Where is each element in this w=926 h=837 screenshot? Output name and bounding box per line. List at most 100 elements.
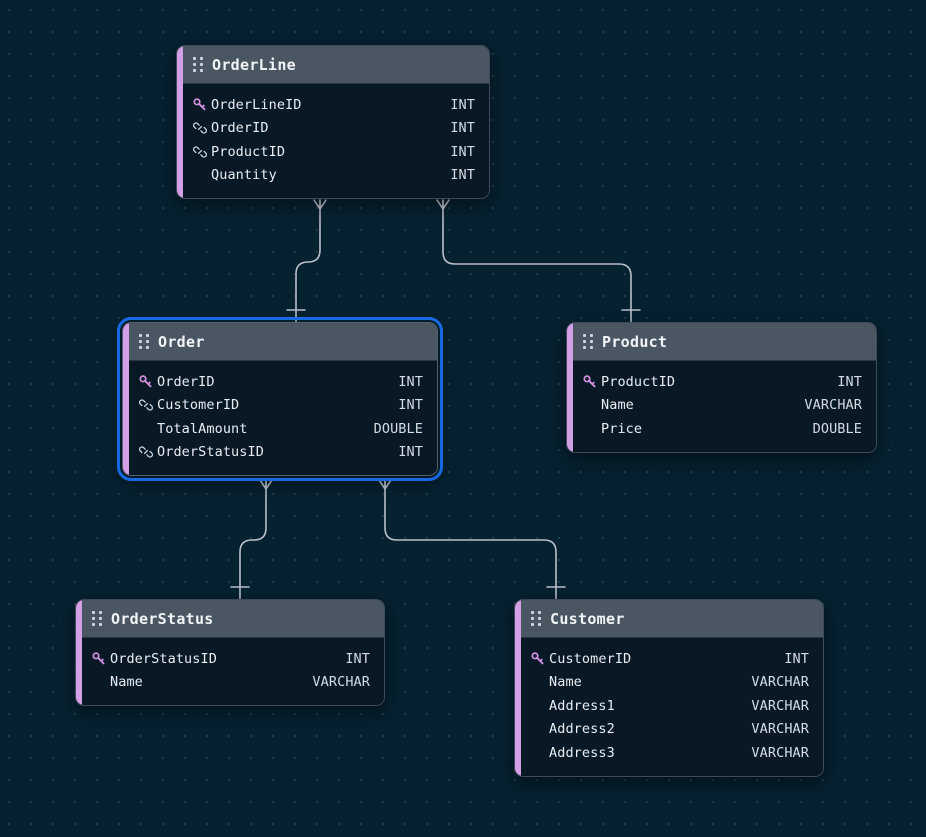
table-accent-strip: [76, 600, 82, 705]
foreign-key-icon: [193, 121, 211, 135]
table-title: Customer: [550, 609, 625, 628]
no-key-icon: [531, 699, 549, 713]
key-icon: [531, 652, 544, 665]
table-accent-strip: [567, 323, 573, 452]
primary-key-icon: [92, 652, 110, 666]
foreign-key-icon: [193, 145, 211, 159]
key-icon: [139, 375, 152, 388]
table-field-row[interactable]: OrderStatusID INT: [123, 441, 437, 465]
field-name: Address3: [549, 744, 615, 761]
primary-key-icon: [531, 652, 549, 666]
field-type: INT: [450, 120, 475, 137]
table-field-row[interactable]: Price DOUBLE: [567, 417, 876, 441]
primary-key-icon: [193, 98, 211, 112]
field-type: INT: [398, 373, 423, 390]
field-type: INT: [398, 397, 423, 414]
no-key-icon: [531, 722, 549, 736]
table-field-row[interactable]: Address2 VARCHAR: [515, 718, 823, 742]
field-type: VARCHAR: [312, 674, 370, 691]
table-title: Order: [158, 332, 205, 351]
field-name: CustomerID: [157, 397, 240, 414]
field-type: DOUBLE: [812, 420, 862, 437]
link-icon: [139, 446, 153, 458]
field-type: VARCHAR: [804, 397, 862, 414]
field-name: Price: [601, 420, 643, 437]
field-name: Address1: [549, 697, 615, 714]
table-field-row[interactable]: Name VARCHAR: [515, 671, 823, 695]
field-type: VARCHAR: [751, 721, 809, 738]
link-icon: [139, 399, 153, 411]
table-header-customer[interactable]: Customer: [515, 600, 823, 638]
field-type: INT: [450, 96, 475, 113]
field-name: TotalAmount: [157, 420, 248, 437]
drag-handle-icon[interactable]: [139, 334, 149, 349]
field-name: ProductID: [211, 143, 286, 160]
relationship-order-orderstatus[interactable]: [230, 479, 273, 600]
table-field-row[interactable]: OrderID INT: [123, 370, 437, 394]
field-type: VARCHAR: [751, 674, 809, 691]
field-name: ProductID: [601, 373, 676, 390]
drag-handle-icon[interactable]: [583, 334, 593, 349]
key-icon: [193, 98, 206, 111]
primary-key-icon: [139, 375, 157, 389]
foreign-key-icon: [139, 398, 157, 412]
field-name: Name: [549, 674, 582, 691]
crow-foot-many-marker: [313, 199, 327, 210]
field-name: OrderStatusID: [157, 444, 264, 461]
no-key-icon: [139, 422, 157, 436]
field-type: INT: [837, 373, 862, 390]
table-accent-strip: [515, 600, 521, 776]
drag-handle-icon[interactable]: [531, 611, 541, 626]
field-name: OrderID: [157, 373, 215, 390]
relationship-orderline-order[interactable]: [286, 199, 327, 323]
relationship-order-customer[interactable]: [378, 479, 566, 600]
drag-handle-icon[interactable]: [92, 611, 102, 626]
relationship-line: [239, 479, 267, 600]
primary-key-icon: [583, 375, 601, 389]
field-type: INT: [345, 650, 370, 667]
field-type: INT: [398, 444, 423, 461]
table-title: OrderStatus: [111, 609, 214, 628]
drag-handle-icon[interactable]: [193, 57, 203, 72]
key-icon: [92, 652, 105, 665]
no-key-icon: [193, 168, 211, 182]
no-key-icon: [583, 422, 601, 436]
field-type: DOUBLE: [373, 420, 423, 437]
table-header-product[interactable]: Product: [567, 323, 876, 361]
table-header-order[interactable]: Order: [123, 323, 437, 361]
field-name: Quantity: [211, 167, 277, 184]
table-fields-order: OrderID INT CustomerID INT TotalAmount DOUBLE…: [123, 361, 437, 475]
link-icon: [193, 146, 207, 158]
field-name: Address2: [549, 721, 615, 738]
relationship-line: [295, 199, 321, 323]
no-key-icon: [531, 746, 549, 760]
table-header-orderline[interactable]: OrderLine: [177, 46, 489, 84]
relationship-orderline-product[interactable]: [436, 199, 641, 323]
no-key-icon: [92, 675, 110, 689]
table-field-row[interactable]: ProductID INT: [567, 370, 876, 394]
no-key-icon: [531, 675, 549, 689]
table-header-orderstatus[interactable]: OrderStatus: [76, 600, 384, 638]
table-field-row[interactable]: CustomerID INT: [123, 394, 437, 418]
table-field-row[interactable]: TotalAmount DOUBLE: [123, 417, 437, 441]
